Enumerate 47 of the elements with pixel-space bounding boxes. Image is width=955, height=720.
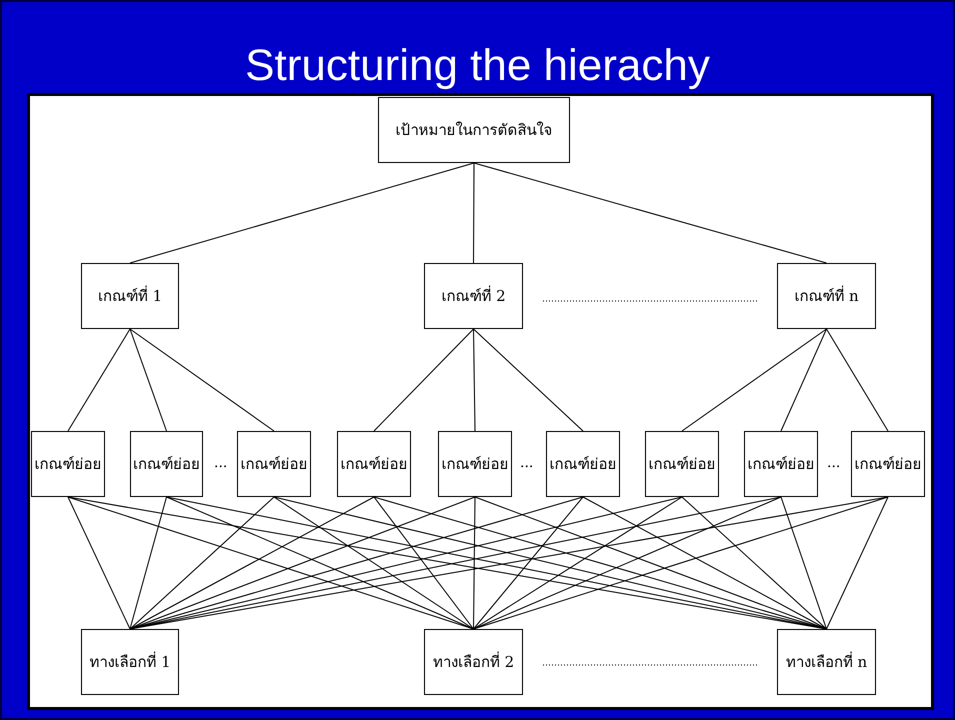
connector-line [130, 162, 474, 264]
criterion-box: เกณฑ์ที่ n [777, 263, 876, 329]
connector-line [780, 496, 827, 630]
alternative-box: ทางเลือกที่ 2 [424, 629, 523, 695]
connector-line [130, 496, 374, 630]
connector-line [374, 328, 474, 432]
connector-line [473, 328, 584, 432]
connector-line [130, 496, 274, 630]
connector-line [68, 496, 474, 630]
connector-line [473, 496, 584, 630]
connector-line [374, 496, 474, 630]
criterion-box: เกณฑ์ที่ 2 [424, 263, 523, 329]
alternative-box: ทางเลือกที่ n [777, 629, 876, 695]
alternative-box: ทางเลือกที่ 1 [81, 629, 179, 695]
connector-line [473, 328, 476, 432]
slide-title: Structuring the hierachy [244, 40, 711, 92]
goal-box: เป้าหมายในการตัดสินใจ [378, 97, 570, 163]
sub-criterion-box: เกณฑ์ย่อย [31, 431, 105, 497]
sub-criterion-box: เกณฑ์ย่อย [744, 431, 818, 497]
connector-line [130, 328, 274, 432]
ellipsis-text: ... [214, 455, 228, 471]
sub-criterion-box: เกณฑ์ย่อย [645, 431, 719, 497]
connector-line [130, 328, 167, 432]
sub-criterion-box: เกณฑ์ย่อย [237, 431, 311, 497]
ellipsis-text: ... [520, 455, 534, 471]
sub-criterion-box: เกณฑ์ย่อย [851, 431, 925, 497]
ellipsis-text: ... [827, 455, 840, 471]
sub-criterion-box: เกณฑ์ย่อย [130, 431, 203, 497]
connector-line [274, 496, 474, 630]
connector-line [780, 328, 827, 432]
sub-criterion-box: เกณฑ์ย่อย [438, 431, 512, 497]
connector-line [68, 328, 130, 432]
connector-line [474, 162, 827, 264]
connector-line [130, 496, 167, 630]
connector-line [826, 496, 888, 630]
connector-line [473, 496, 682, 630]
connector-line [682, 496, 827, 630]
connector-line [473, 496, 888, 630]
sub-criterion-box: เกณฑ์ย่อย [337, 431, 411, 497]
connector-line [473, 162, 474, 264]
connector-line [582, 496, 827, 630]
sub-criterion-box: เกณฑ์ย่อย [546, 431, 620, 497]
connector-line [682, 328, 827, 432]
criterion-box: เกณฑ์ที่ 1 [81, 263, 179, 329]
connector-line [473, 496, 476, 630]
connector-line [826, 328, 888, 432]
connector-line [68, 496, 130, 630]
